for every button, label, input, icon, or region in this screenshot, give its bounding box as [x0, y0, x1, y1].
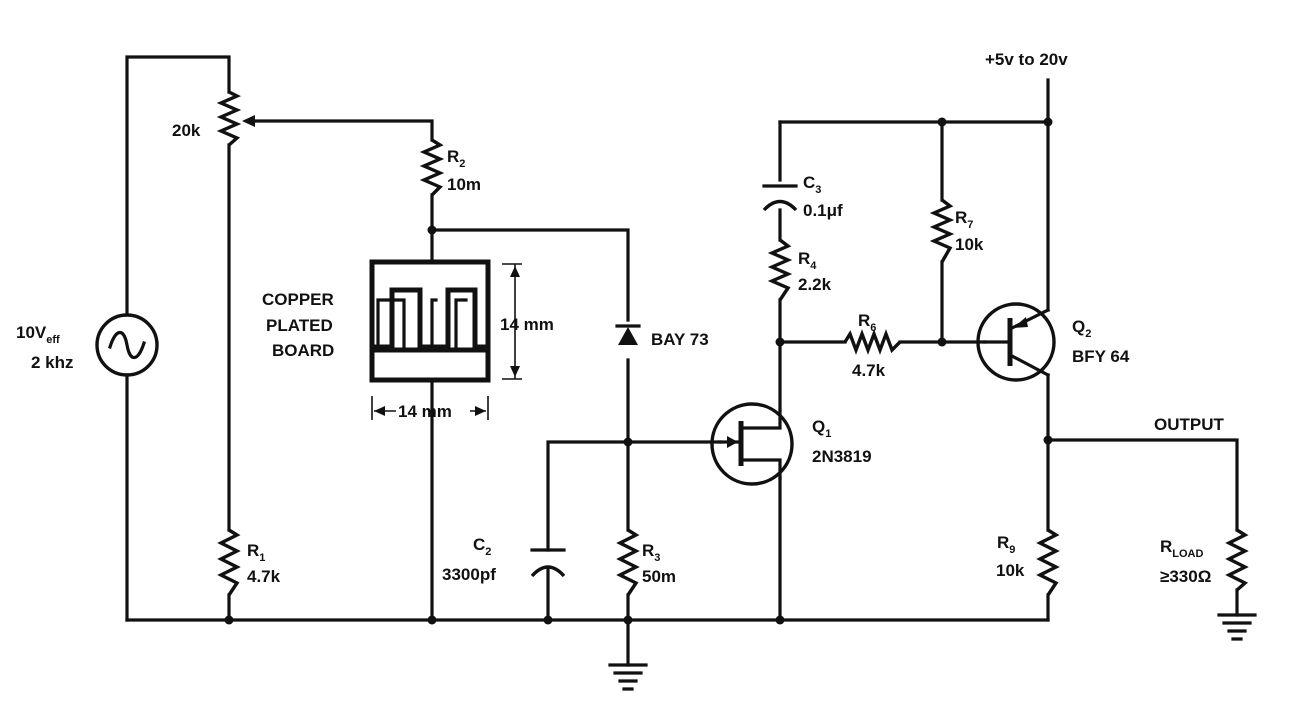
r4-ref-label: R4	[798, 249, 817, 272]
rload-ref-label: RLOAD	[1160, 537, 1204, 560]
rload-value-label: ≥330Ω	[1160, 567, 1211, 586]
r4-value-label: 2.2k	[798, 275, 832, 294]
resistor-r9: R9 10k	[996, 528, 1060, 596]
resistor-r1: R1 4.7k	[217, 528, 281, 596]
c3-value-label: 0.1μf	[803, 201, 843, 220]
transistor-q2: Q2 BFY 64	[976, 302, 1130, 382]
source-voltage-label: 10Veff	[16, 323, 60, 346]
c2-value-label: 3300pf	[442, 565, 496, 584]
ground-icon	[1217, 613, 1257, 641]
board-outline	[369, 259, 491, 383]
r9-ref-label: R9	[997, 533, 1015, 556]
r2-ref-label: R2	[447, 147, 465, 170]
resistor-r3: R3 50m	[616, 528, 676, 596]
ac-source: 10Veff 2 khz	[16, 313, 159, 377]
source-frequency-label: 2 khz	[31, 353, 74, 372]
r6-ref-label: R6	[858, 311, 876, 334]
r6-value-label: 4.7k	[852, 361, 886, 380]
board-label-line2: PLATED	[266, 316, 333, 335]
resistor-r7: R7 10k	[929, 198, 984, 263]
resistor-r2: R2 10m	[419, 138, 481, 197]
r7-ref-label: R7	[955, 208, 973, 231]
q2-ref-label: Q2	[1072, 317, 1091, 340]
board-label-line3: BOARD	[272, 341, 334, 360]
pot-value-label: 20k	[172, 121, 201, 140]
board-width-label: 14 mm	[398, 402, 452, 421]
copper-plated-board: COPPER PLATED BOARD 14 mm 14 mm	[262, 259, 554, 421]
ground-icon	[608, 663, 648, 691]
board-height-label: 14 mm	[500, 315, 554, 334]
r9-value-label: 10k	[996, 561, 1025, 580]
q1-part-label: 2N3819	[812, 447, 872, 466]
r1-value-label: 4.7k	[247, 567, 281, 586]
supply-label: +5v to 20v	[985, 50, 1068, 69]
resistor-r6: R6 4.7k	[843, 311, 902, 380]
r3-value-label: 50m	[642, 567, 676, 586]
board-label-line1: COPPER	[262, 290, 334, 309]
r7-value-label: 10k	[955, 235, 984, 254]
capacitor-c2: C2 3300pf	[442, 535, 566, 584]
q2-part-label: BFY 64	[1072, 347, 1130, 366]
diode-bay73: BAY 73	[615, 324, 709, 349]
junction-dots	[224, 117, 1053, 625]
r3-ref-label: R3	[642, 541, 660, 564]
sine-wave-icon	[107, 330, 147, 360]
r1-ref-label: R1	[247, 541, 265, 564]
q1-ref-label: Q1	[812, 417, 831, 440]
transistor-q1: Q1 2N3819	[710, 402, 872, 486]
output-label: OUTPUT	[1154, 415, 1225, 434]
c3-ref-label: C3	[803, 173, 821, 196]
capacitor-c3: C3 0.1μf	[762, 173, 843, 220]
c2-ref-label: C2	[473, 535, 491, 558]
resistor-r4: R4 2.2k	[767, 238, 832, 301]
diode-label: BAY 73	[651, 330, 709, 349]
r2-value-label: 10m	[447, 175, 481, 194]
resistor-rload: RLOAD ≥330Ω	[1160, 528, 1249, 592]
potentiometer: 20k	[172, 90, 255, 147]
wires	[125, 55, 1239, 667]
